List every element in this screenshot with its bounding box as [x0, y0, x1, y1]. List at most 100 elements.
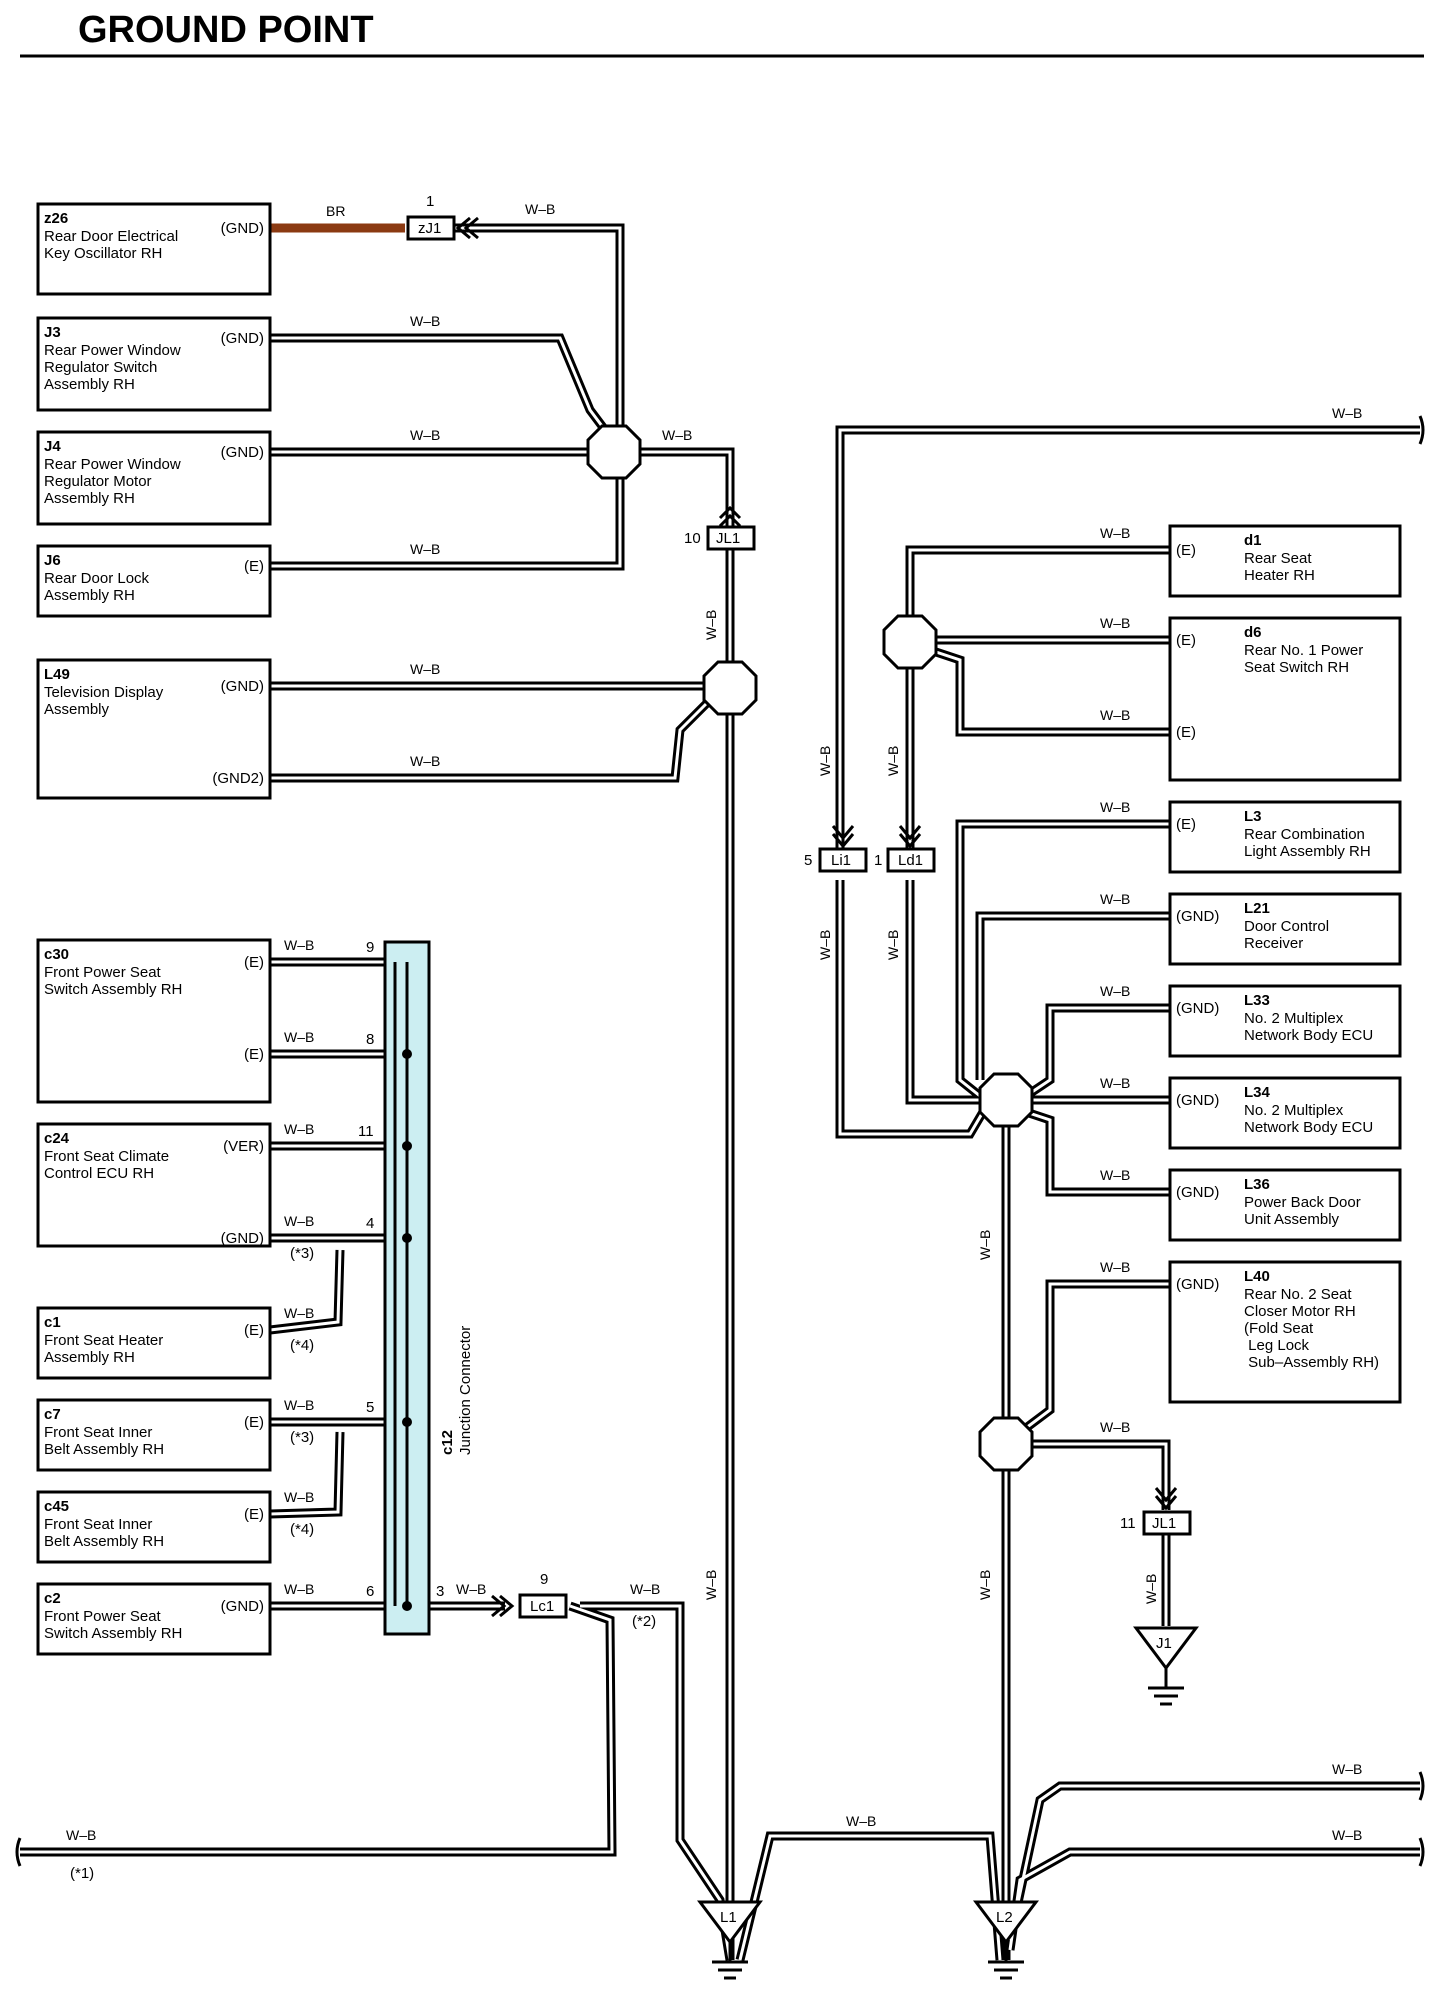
component-name-line: Regulator Motor: [44, 473, 152, 490]
component-box: [36, 1306, 272, 1380]
ground-label: L2: [996, 1909, 1013, 1926]
component-pin-2: (GND): [221, 1230, 264, 1247]
connector-ld1: Ld1 1: [874, 847, 936, 873]
wire-color-label: W–B: [977, 1230, 993, 1260]
pin-5: 5: [366, 1399, 374, 1416]
wire-color-label: W–B: [1100, 707, 1130, 723]
wire-color-label: W–B: [284, 1397, 314, 1413]
connector-box: [406, 215, 456, 241]
pin-3: 3: [436, 1583, 444, 1600]
connector-label: JL1: [1152, 1515, 1176, 1532]
component-box: [1168, 892, 1402, 966]
connector-pin: 5: [804, 852, 812, 869]
wire-color-label: W–B: [410, 753, 440, 769]
wire-color-label: W–B: [1100, 1419, 1130, 1435]
wire-end-top-right: [1418, 415, 1425, 445]
component-pin: (GND): [1176, 1184, 1219, 1201]
component-pin: (GND): [221, 220, 264, 237]
wire-color-label: W–B: [284, 1029, 314, 1045]
component-box: [36, 544, 272, 618]
note-1: (*1): [70, 1865, 94, 1882]
component-name-line: Switch Assembly RH: [44, 1625, 182, 1642]
wire-color-label: W–B: [410, 427, 440, 443]
component-name-line: Belt Assembly RH: [44, 1441, 164, 1458]
junction-pin-numbers: 9 8 11 4 5 6 3: [358, 939, 444, 1600]
component-box: [1168, 1076, 1402, 1150]
connector-label: Lc1: [530, 1598, 554, 1615]
component-name-line: Rear Power Window: [44, 342, 181, 359]
component-name-line: Belt Assembly RH: [44, 1533, 164, 1550]
wire-color-label: W–B: [1100, 615, 1130, 631]
component-name-line: Rear Door Electrical: [44, 228, 178, 245]
component-code: c2: [44, 1590, 61, 1607]
component-name-line: Regulator Switch: [44, 359, 157, 376]
component-code: J3: [44, 324, 61, 341]
wire-end-bottom-right-2: [1418, 1837, 1425, 1867]
component-name-line: Sub–Assembly RH): [1244, 1354, 1379, 1371]
wire-color-label: W–B: [284, 937, 314, 953]
component-name-line: Light Assembly RH: [1244, 843, 1371, 860]
component-box: [36, 430, 272, 526]
component-name-line: Receiver: [1244, 935, 1303, 952]
wire-color-label: W–B: [1100, 891, 1130, 907]
wire-color-label: W–B: [817, 746, 833, 776]
wire-color-label: W–B: [846, 1813, 876, 1829]
connector-jl1-top: JL1 10: [684, 525, 756, 551]
wire-color-label: W–B: [284, 1213, 314, 1229]
connector-box: [1142, 1510, 1192, 1536]
component-name-line: Front Seat Climate: [44, 1148, 169, 1165]
connector-pin: 11: [1120, 1515, 1136, 1532]
component-box: [36, 1122, 272, 1248]
connector-box: [886, 847, 936, 873]
component-box: [36, 1582, 272, 1656]
wire-color-label: W–B: [284, 1305, 314, 1321]
component-pin: (GND): [221, 678, 264, 695]
splice-right-lower: [978, 1416, 1034, 1472]
component-code: c7: [44, 1406, 61, 1423]
connector-jl1-bottom: JL1 11: [1120, 1510, 1192, 1536]
component-box: [36, 938, 272, 1104]
component-pin: (VER): [223, 1138, 264, 1155]
component-box: [36, 658, 272, 800]
splice-l49: [702, 660, 758, 716]
component-name-line: Assembly RH: [44, 1349, 135, 1366]
pin-11: 11: [358, 1123, 374, 1140]
wire-color-label: W–B: [1100, 525, 1130, 541]
component-name-line: Seat Switch RH: [1244, 659, 1349, 676]
junction-dots: [402, 1049, 412, 1611]
connector-zj1: zJ1 1: [406, 193, 456, 241]
wire-color-label: W–B: [410, 313, 440, 329]
pin-4: 4: [366, 1215, 374, 1232]
component-code: c24: [44, 1130, 70, 1147]
note-2: (*2): [632, 1613, 656, 1630]
component-name-line: Assembly RH: [44, 376, 135, 393]
wire-color-label: W–B: [1143, 1574, 1159, 1604]
note-4b: (*4): [290, 1521, 314, 1538]
component-pin: (E): [1176, 816, 1196, 833]
wire-color-label: W–B: [410, 541, 440, 557]
component-name-line: No. 2 Multiplex: [1244, 1102, 1344, 1119]
component-box: [1168, 800, 1402, 874]
component-pin: (GND): [221, 330, 264, 347]
component-name-line: Television Display: [44, 684, 164, 701]
ground-j1: J1: [1133, 1626, 1199, 1706]
wire-color-label: W–B: [284, 1489, 314, 1505]
junction-name: Junction Connector: [457, 1326, 474, 1455]
component-name-line: Rear No. 2 Seat: [1244, 1286, 1352, 1303]
ground-lines: [1148, 1668, 1184, 1706]
ground-triangle: [973, 1900, 1039, 1945]
br-wire-label: BR: [326, 203, 345, 219]
component-pin-2: (E): [244, 1046, 264, 1063]
connector-label: JL1: [716, 530, 740, 547]
note-3b: (*3): [290, 1429, 314, 1446]
component-name-line: Rear No. 1 Power: [1244, 642, 1363, 659]
wire-color-label: W–B: [1100, 1167, 1130, 1183]
